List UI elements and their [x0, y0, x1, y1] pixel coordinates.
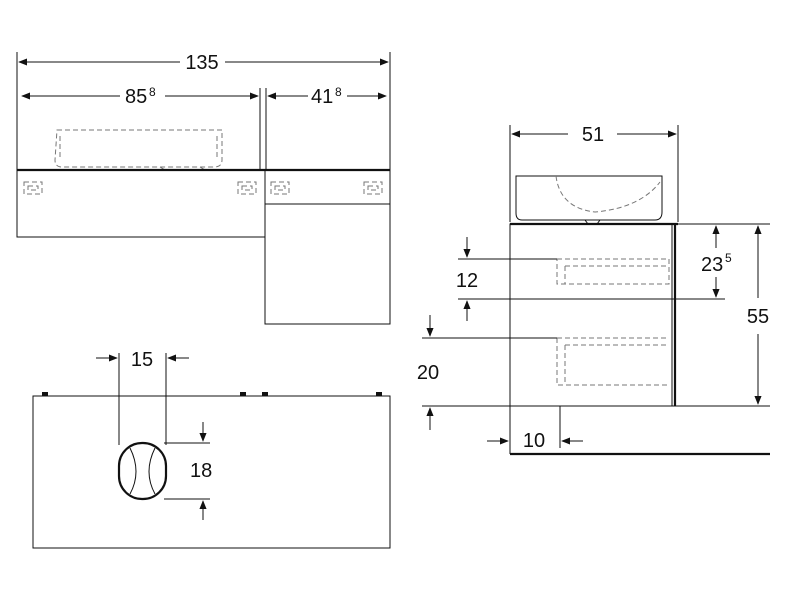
cabinet-back-panel — [32, 395, 391, 549]
dim-right-width-sup: 8 — [335, 85, 342, 99]
dim-total-height: 55 — [747, 306, 769, 328]
dim-left-width: 85 — [125, 86, 147, 108]
dim-total-width: 135 — [185, 52, 218, 74]
basin-side — [515, 175, 663, 225]
front-view: 135 85 8 41 8 — [16, 52, 391, 325]
cabinet-side — [509, 223, 673, 407]
dim-upper-gap: 12 — [456, 270, 478, 292]
dim-cutout-width: 15 — [131, 349, 153, 371]
dim-cutout-height: 18 — [190, 460, 212, 482]
back-view: 15 18 — [32, 349, 391, 549]
siphon-cutout — [117, 441, 168, 501]
bracket-icon — [363, 181, 383, 195]
dim-depth: 51 — [582, 124, 604, 146]
dim-drawer-height-sup: 5 — [725, 251, 732, 265]
bracket-icon — [270, 181, 290, 195]
dim-right-width: 41 — [311, 86, 333, 108]
cabinet-front-right — [264, 169, 391, 325]
bracket-icon — [237, 181, 257, 195]
side-view: 51 55 23 5 — [417, 124, 770, 456]
dim-left-width-sup: 8 — [149, 85, 156, 99]
dim-lower-gap: 20 — [417, 362, 439, 384]
dim-inset: 10 — [523, 430, 545, 452]
bracket-icon — [23, 181, 43, 195]
basin-front — [54, 129, 223, 171]
dim-drawer-height: 23 — [701, 254, 723, 276]
drawer-front-left — [16, 169, 266, 238]
